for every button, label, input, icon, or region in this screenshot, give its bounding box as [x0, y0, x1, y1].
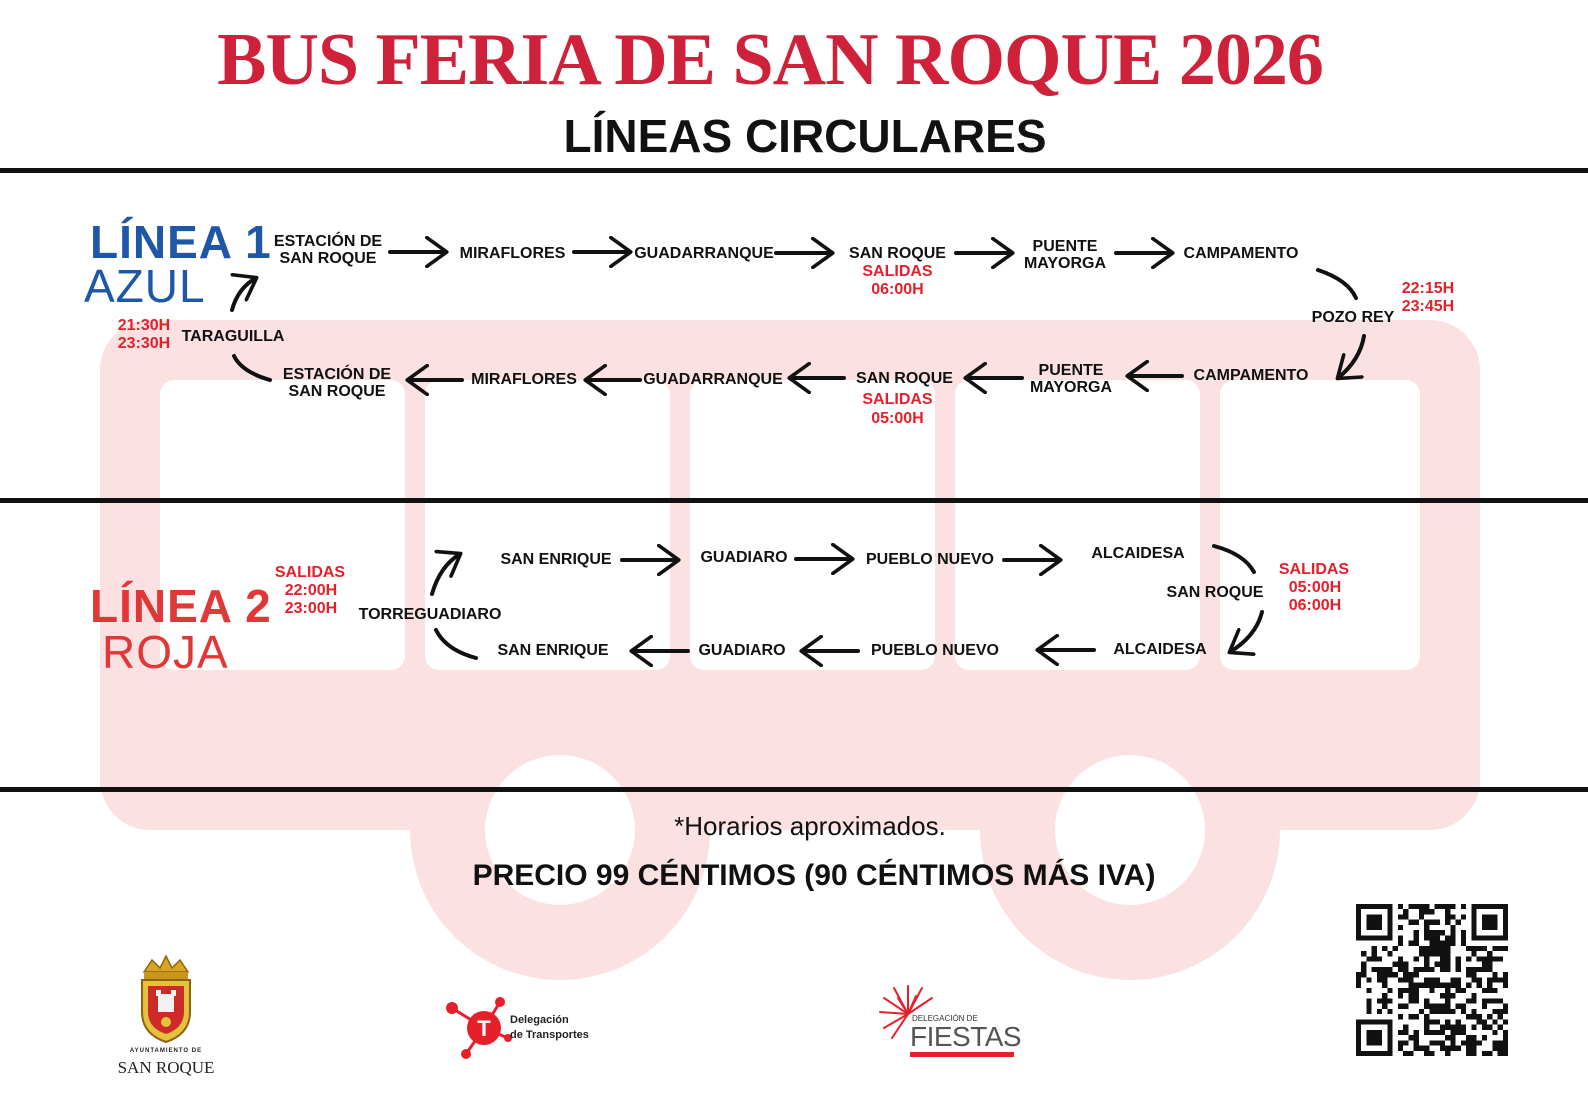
line2-salidas-label: SALIDAS	[1278, 561, 1350, 578]
line2-salidas-time: 06:00H	[1288, 597, 1342, 614]
coat-of-arms-icon	[141, 954, 191, 1044]
line1-stop: CAMPAMENTO	[1193, 367, 1309, 384]
divider-middle	[0, 498, 1588, 503]
line1-salidas-time: 06:00H	[871, 281, 924, 298]
ayuntamiento-name: SAN ROQUE	[117, 1058, 215, 1077]
line1-stop: PUENTE MAYORGA	[1023, 238, 1107, 272]
curve-arrow-icon	[1212, 544, 1256, 574]
divider-top	[0, 168, 1588, 173]
line2-color-name: ROJA	[102, 626, 229, 678]
line1-salidas-label: SALIDAS	[862, 263, 933, 280]
line2-stop: PUEBLO NUEVO	[865, 551, 994, 568]
transportes-logo-icon: T	[446, 997, 512, 1059]
svg-text:T: T	[477, 1016, 491, 1041]
curve-arrow-icon	[434, 628, 478, 660]
line2-stop: GUADIARO	[700, 549, 788, 566]
ayuntamiento-small-text: AYUNTAMIENTO DE	[129, 1048, 203, 1054]
line1-salidas-label: SALIDAS	[862, 391, 933, 408]
line1-pozo-rey-time: 22:15H	[1401, 280, 1455, 297]
line1-stop: GUADARRANQUE	[634, 245, 774, 262]
line2-stop: GUADIARO	[698, 642, 786, 659]
line2-title: LÍNEA 2	[90, 580, 272, 632]
line1-taraguilla-time: 23:30H	[117, 335, 171, 352]
line2-salidas-time: 05:00H	[1288, 579, 1342, 596]
line1-title: LÍNEA 1	[90, 216, 272, 268]
page-title: BUS FERIA DE SAN ROQUE 2026	[217, 19, 1324, 101]
fiestas-small-text: DELEGACIÓN DE	[912, 1014, 978, 1023]
line1-color-name: AZUL	[84, 260, 206, 312]
footer-price: PRECIO 99 CÉNTIMOS (90 CÉNTIMOS MÁS IVA)	[472, 859, 1156, 892]
line2-salidas-label: SALIDAS	[274, 564, 346, 581]
fiestas-underline	[910, 1052, 1014, 1057]
line2-salidas-time: 23:00H	[284, 600, 338, 617]
qr-code-icon	[1356, 904, 1508, 1056]
line1-loop-stop: TARAGUILLA	[181, 328, 285, 345]
curve-arrow-icon	[1338, 334, 1366, 378]
line2-stop: PUEBLO NUEVO	[870, 642, 999, 659]
line1-stop: ESTACIÓN DE SAN ROQUE	[282, 366, 392, 400]
line1-stop: MIRAFLORES	[459, 245, 566, 262]
line2-salidas-time: 22:00H	[284, 582, 338, 599]
line2-stop: SAN ENRIQUE	[497, 642, 609, 659]
line1-stop: PUENTE MAYORGA	[1029, 362, 1113, 396]
line2-stop: SAN ENRIQUE	[500, 551, 612, 568]
line1-salidas-time: 05:00H	[871, 410, 924, 427]
curve-arrow-icon	[1230, 610, 1264, 652]
line2-loop-stop: TORREGUADIARO	[358, 606, 502, 623]
line1-stop: GUADARRANQUE	[643, 371, 783, 388]
transportes-text-1: Delegación	[510, 1014, 569, 1026]
line1-stop: CAMPAMENTO	[1183, 245, 1299, 262]
curve-arrow-icon	[430, 554, 460, 596]
transportes-text-2: de Transportes	[510, 1029, 589, 1041]
line2-stop: ALCAIDESA	[1113, 641, 1207, 658]
divider-bottom	[0, 787, 1588, 792]
line1-pozo-rey-time: 23:45H	[1401, 298, 1455, 315]
line2-stop: ALCAIDESA	[1091, 545, 1185, 562]
line1-stop: MIRAFLORES	[471, 371, 577, 388]
line1-stop: SAN ROQUE	[849, 245, 946, 262]
footer-note: *Horarios aproximados.	[674, 811, 946, 841]
fiestas-name: FIESTAS	[910, 1021, 1022, 1052]
curve-arrow-icon	[1316, 268, 1358, 300]
line1-taraguilla-time: 21:30H	[117, 317, 171, 334]
page-subtitle: LÍNEAS CIRCULARES	[563, 110, 1047, 162]
curve-arrow-icon	[232, 354, 272, 382]
line1-turn-stop: POZO REY	[1311, 309, 1395, 326]
line2-turn-stop: SAN ROQUE	[1166, 584, 1264, 601]
line1-stop: SAN ROQUE	[856, 370, 953, 387]
fiestas-burst-icon	[879, 985, 933, 1039]
curve-arrow-icon	[230, 278, 256, 312]
line1-stop: ESTACIÓN DE SAN ROQUE	[273, 233, 383, 267]
